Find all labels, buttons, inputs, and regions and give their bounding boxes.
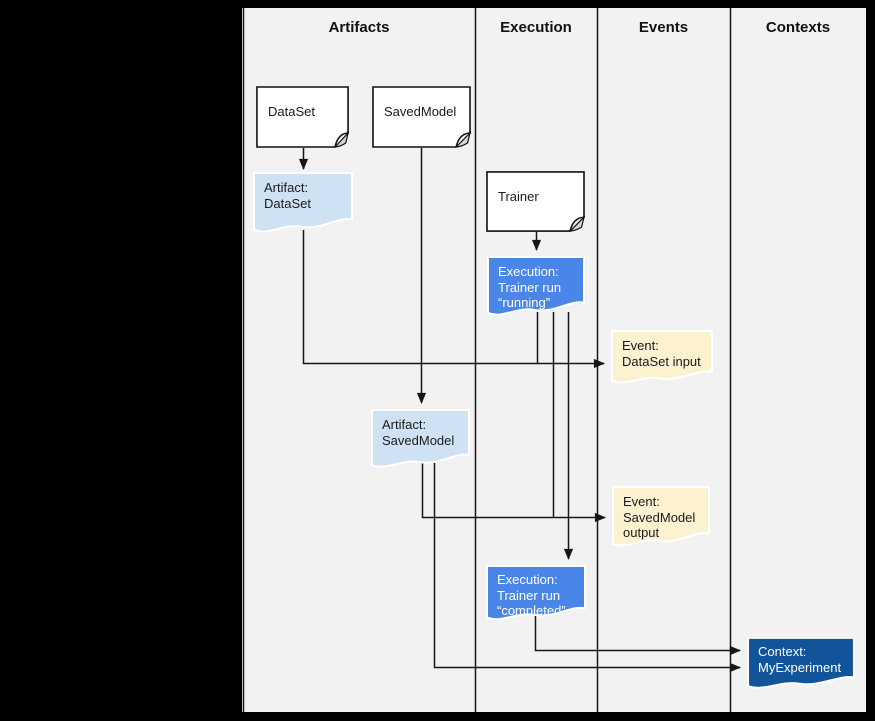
node-label-line: Execution: xyxy=(498,264,559,279)
node-label-line: output xyxy=(623,525,660,540)
node-label-line: SavedModel xyxy=(623,509,696,525)
node-context-myexperiment: Context: MyExperiment xyxy=(747,637,855,695)
lane-header-contexts: Contexts xyxy=(765,19,831,36)
node-label-line: Artifact: xyxy=(264,180,309,195)
lane-header-execution: Execution xyxy=(500,19,572,36)
folded-corner xyxy=(335,133,348,147)
node-label-line: Event: xyxy=(622,338,659,353)
node-label-line: Execution: xyxy=(497,572,558,587)
lane-header-artifacts: Artifacts xyxy=(328,19,390,36)
document-shape xyxy=(256,86,349,148)
flag-shape xyxy=(747,637,855,695)
node-label-line: “running” xyxy=(498,295,551,310)
node-label-line: DataSet input xyxy=(622,353,701,369)
node-label-line: Context: xyxy=(758,644,807,659)
node-execution-completed: Execution: Trainer run “completed” xyxy=(486,565,586,627)
node-dataset: DataSet xyxy=(256,86,349,148)
node-event-savedmodel-output: Event: SavedModel output xyxy=(612,486,710,554)
node-label-line: Artifact: xyxy=(382,417,427,432)
node-label-line: Event: xyxy=(623,494,660,509)
node-label: SavedModel xyxy=(384,104,457,120)
node-savedmodel: SavedModel xyxy=(372,86,471,148)
node-label-line: Trainer run xyxy=(497,587,561,603)
node-label-line: “completed” xyxy=(497,603,566,618)
node-label-line: DataSet xyxy=(264,195,311,211)
node-label-line: Trainer run xyxy=(498,279,562,295)
node-trainer: Trainer xyxy=(486,171,585,232)
document-shape xyxy=(372,86,471,148)
flag-shape xyxy=(371,409,470,475)
lane-header-events: Events xyxy=(638,19,689,36)
flag-shape xyxy=(611,330,713,390)
node-artifact-savedmodel: Artifact: SavedModel xyxy=(371,409,470,475)
folded-corner xyxy=(456,133,470,147)
node-label-line: MyExperiment xyxy=(758,659,842,675)
node-artifact-dataset: Artifact: DataSet xyxy=(253,172,353,240)
node-event-dataset-input: Event: DataSet input xyxy=(611,330,713,390)
node-label: DataSet xyxy=(268,104,315,120)
flag-shape xyxy=(253,172,353,240)
node-execution-running: Execution: Trainer run “running” xyxy=(487,256,585,323)
node-label: Trainer xyxy=(498,188,539,204)
node-label-line: SavedModel xyxy=(382,432,455,448)
